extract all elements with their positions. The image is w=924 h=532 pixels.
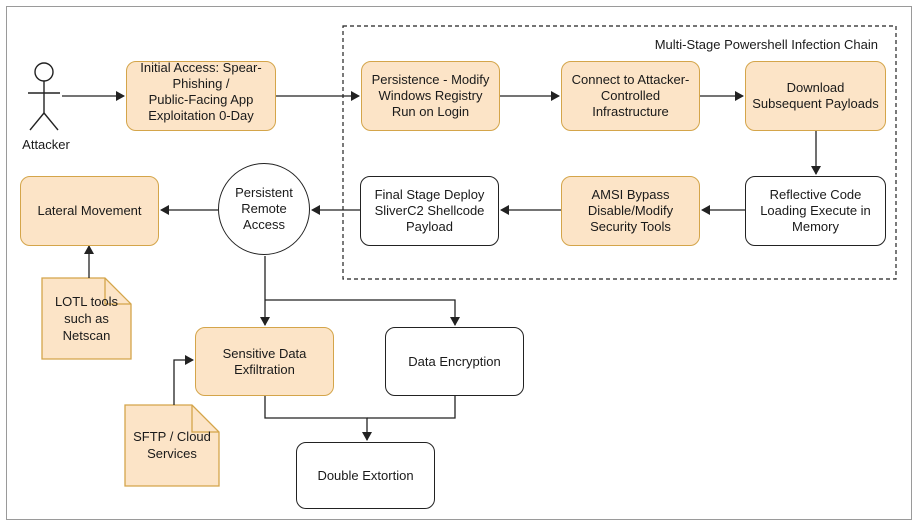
edge-encryption-to-extortion	[367, 396, 456, 419]
edge-sftp-to-exfiltration	[173, 355, 194, 405]
amsi-bypass-node: AMSI Bypass Disable/Modify Security Tool…	[561, 176, 700, 246]
reflective-code-loading-node: Reflective Code Loading Execute in Memor…	[745, 176, 886, 246]
attacker-label: Attacker	[22, 137, 70, 152]
edge-persistent-to-encryption	[265, 299, 460, 326]
sensitive-data-exfiltration-node: Sensitive Data Exfiltration	[195, 327, 334, 396]
data-encryption-node: Data Encryption	[385, 327, 524, 396]
edge-exfiltration-to-extortion	[264, 396, 372, 441]
download-payloads-node: Download Subsequent Payloads	[745, 61, 886, 131]
final-stage-deploy-node: Final Stage Deploy SliverC2 Shellcode Pa…	[360, 176, 499, 246]
attacker-stick-figure	[28, 62, 60, 131]
sftp-cloud-services-note: SFTP / Cloud Services	[133, 429, 211, 461]
sftp-note-shape	[124, 404, 220, 487]
infection-chain-group-title: Multi-Stage Powershell Infection Chain	[654, 37, 878, 52]
persistence-node: Persistence - Modify Windows Registry Ru…	[361, 61, 500, 131]
lotl-note-shape	[41, 277, 132, 360]
lotl-note-fold	[104, 278, 131, 305]
lateral-movement-node: Lateral Movement	[20, 176, 159, 246]
diagram-border	[6, 6, 912, 520]
double-extortion-node: Double Extortion	[296, 442, 435, 509]
connect-infrastructure-node: Connect to Attacker- Controlled Infrastr…	[561, 61, 700, 131]
initial-access-node: Initial Access: Spear-Phishing / Public-…	[126, 60, 276, 131]
infection-chain-group-boundary	[342, 25, 897, 280]
lotl-tools-note: LOTL tools such as Netscan	[54, 294, 119, 343]
persistent-remote-access-node: Persistent Remote Access	[218, 163, 310, 255]
sftp-note-fold	[191, 405, 219, 433]
